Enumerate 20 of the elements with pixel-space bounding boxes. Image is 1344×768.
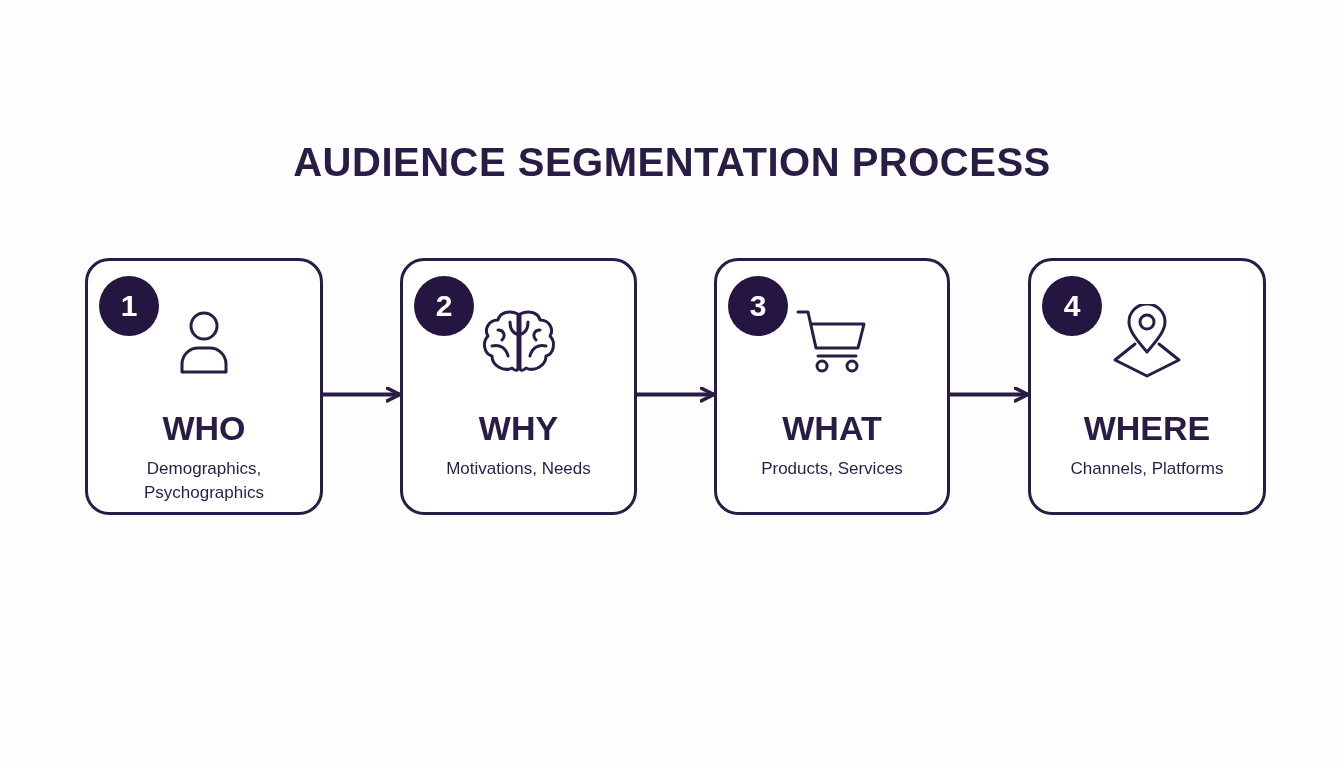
step-heading: WHERE (1082, 409, 1212, 448)
arrow (637, 386, 716, 403)
diagram-title: AUDIENCE SEGMENTATION PROCESS (292, 140, 1052, 185)
step-heading: WHO (161, 409, 247, 448)
step-number-badge: 2 (414, 276, 474, 336)
step-card (85, 258, 323, 515)
step-description: Demographics, Psychographics (143, 458, 265, 504)
step-heading: WHY (477, 409, 560, 448)
step-card (1028, 258, 1266, 515)
step-description: Products, Services (760, 458, 904, 480)
step-heading: WHAT (781, 409, 883, 448)
step-number-badge: 4 (1042, 276, 1102, 336)
step-description: Channels, Platforms (1069, 458, 1225, 480)
step-number-badge: 1 (99, 276, 159, 336)
step-card (714, 258, 950, 515)
arrow (323, 386, 402, 403)
arrow (950, 386, 1030, 403)
step-number-badge: 3 (728, 276, 788, 336)
step-card (400, 258, 637, 515)
step-description: Motivations, Needs (445, 458, 592, 480)
